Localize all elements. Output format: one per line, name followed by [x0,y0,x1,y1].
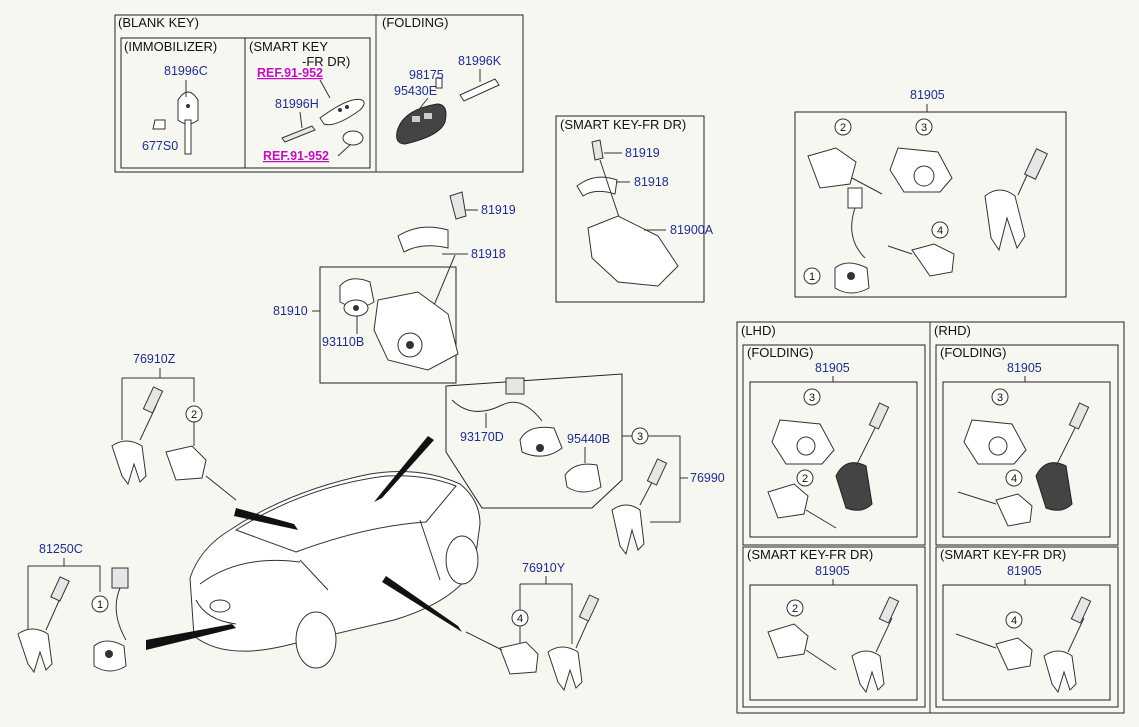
part-93110B: 93110B [322,335,364,349]
callout-3-top: 3 [921,122,927,134]
immobilizer-key-drawing [152,91,199,155]
part-76910Y: 76910Y [522,561,566,575]
arrow-to-door [382,576,462,632]
part-81918-center: 81918 [471,247,506,261]
key-set-76910Y: 76910Y 4 [465,561,600,692]
callout-4-rhd: 4 [1011,473,1017,485]
callout-2-top: 2 [840,122,846,134]
lhd-smart-header: (SMART KEY-FR DR) [747,547,873,562]
callout-2-lhd-smart: 2 [792,603,798,615]
part-81910: 81910 [273,304,308,318]
arrow-to-ignition [234,508,298,530]
rhd-smart-header: (SMART KEY-FR DR) [940,547,1066,562]
ignition-lock-set: 81919 81918 81910 93110B [273,191,516,384]
key-set-81250C: 81250C 1 [17,542,129,674]
vehicle-illustration [189,471,481,669]
callout-2-lhd: 2 [802,473,808,485]
callout-3-lhd: 3 [809,392,815,404]
ref-91-952-lower[interactable]: REF.91-952 [263,149,329,163]
ignition-switch-panel: 93170D 95440B 3 76990 [445,373,725,556]
part-93170D: 93170D [460,430,504,444]
folding-key-drawing [396,77,500,145]
lhd-header: (LHD) [741,323,776,338]
arrow-to-smartkey [374,436,434,502]
callout-4-bottom: 4 [517,613,523,625]
callout-4-rhd-smart: 4 [1011,615,1017,627]
part-81905-rhd-folding: 81905 [1007,361,1042,375]
lhd-rhd-panel: (LHD) (RHD) (FOLDING) 81905 3 2 (SMART K… [736,321,1125,714]
part-81905-lhd-folding: 81905 [815,361,850,375]
callout-1-left: 1 [97,599,103,611]
callout-3-rhd: 3 [997,392,1003,404]
smart-key-header-2: -FR DR) [302,54,350,69]
part-81996H: 81996H [275,97,319,111]
callout-2-left: 2 [191,409,197,421]
ref-91-952-upper[interactable]: REF.91-952 [257,66,323,80]
blank-key-panel: (BLANK KEY) (FOLDING) (IMMOBILIZER) (SMA… [114,14,524,173]
part-81996K: 81996K [458,54,502,68]
callout-3-center: 3 [637,431,643,443]
lock-set-81905-panel: 81905 2 3 4 1 [794,88,1067,298]
lhd-folding-header: (FOLDING) [747,345,813,360]
part-95430E: 95430E [394,84,437,98]
part-76990: 76990 [690,471,725,485]
part-81905-top: 81905 [910,88,945,102]
part-81900A: 81900A [670,223,714,237]
part-81905-lhd-smart: 81905 [815,564,850,578]
callout-1-top: 1 [809,271,815,283]
folding-top-header: (FOLDING) [382,15,448,30]
part-81918-smart: 81918 [634,175,669,189]
rhd-folding-header: (FOLDING) [940,345,1006,360]
part-95440B: 95440B [567,432,610,446]
smart-key-fr-dr-panel: (SMART KEY-FR DR) 81919 81918 81900A [555,115,714,303]
arrow-to-trunk [146,624,236,650]
part-81250C: 81250C [39,542,83,556]
part-677S0: 677S0 [142,139,178,153]
key-set-76910Z: 76910Z 2 [111,352,237,501]
callout-4-top: 4 [937,225,943,237]
part-98175: 98175 [409,68,444,82]
part-81919-smart: 81919 [625,146,660,160]
part-81905-rhd-smart: 81905 [1007,564,1042,578]
part-81996C: 81996C [164,64,208,78]
immobilizer-header: (IMMOBILIZER) [124,39,217,54]
smart-key-fr-dr-header: (SMART KEY-FR DR) [560,117,686,132]
smart-key-header-1: (SMART KEY [249,39,328,54]
rhd-header: (RHD) [934,323,971,338]
blank-key-header: (BLANK KEY) [118,15,199,30]
part-81919-center: 81919 [481,203,516,217]
part-76910Z: 76910Z [133,352,176,366]
smart-key-drawing [281,98,365,146]
